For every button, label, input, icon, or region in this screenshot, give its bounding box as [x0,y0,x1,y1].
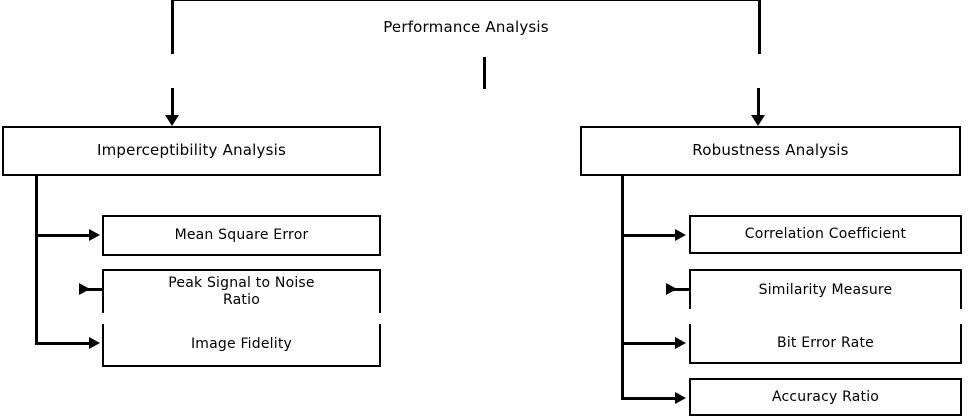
node-similarity-measure[interactable]: Similarity Measure [689,269,962,309]
arrowhead-bit-error-rate-icon [675,337,686,349]
branch-connector-accuracy-ratio [621,397,677,400]
branch-connector-similarity-measure [671,288,689,291]
arrowhead-similarity-measure-icon [666,283,677,295]
branch-connector-image-fidelity [35,342,91,345]
connector-root-to-imperceptibility [171,88,174,117]
node-performance-analysis-label: Performance Analysis [383,17,549,36]
arrowhead-accuracy-ratio-icon [675,392,686,404]
branch-connector-bit-error-rate [621,342,677,345]
arrowhead-image-fidelity-icon [89,337,100,349]
branch-connector-correlation-coefficient [621,234,677,237]
node-mean-square-error[interactable]: Mean Square Error [102,215,381,256]
trunk-robustness [621,176,624,400]
node-performance-analysis[interactable]: Performance Analysis [171,0,761,54]
node-robustness-analysis-label: Robustness Analysis [692,141,849,160]
node-imperceptibility-analysis-label: Imperceptibility Analysis [96,141,287,160]
arrowhead-root-to-imperceptibility-icon [165,115,179,126]
arrowhead-mean-square-error-icon [89,229,100,241]
node-similarity-measure-label: Similarity Measure [758,281,893,298]
node-bit-error-rate[interactable]: Bit Error Rate [689,324,962,364]
node-bit-error-rate-label: Bit Error Rate [777,334,874,351]
node-correlation-coefficient[interactable]: Correlation Coefficient [689,215,962,254]
arrowhead-correlation-coefficient-icon [675,229,686,241]
arrowhead-root-to-robustness-icon [751,115,765,126]
trunk-imperceptibility [35,176,38,345]
node-accuracy-ratio[interactable]: Accuracy Ratio [689,378,962,416]
branch-connector-peak-signal-to-noise-ratio [84,288,102,291]
node-robustness-analysis[interactable]: Robustness Analysis [580,126,961,176]
root-center-stub-connector [483,57,486,89]
node-image-fidelity-label: Image Fidelity [190,336,293,353]
node-accuracy-ratio-label: Accuracy Ratio [771,388,880,405]
node-mean-square-error-label: Mean Square Error [174,227,309,244]
node-peak-signal-to-noise-ratio-label: Peak Signal to Noise Ratio [168,275,315,308]
connector-root-to-robustness [757,88,760,117]
arrowhead-peak-signal-to-noise-ratio-icon [79,283,90,295]
node-correlation-coefficient-label: Correlation Coefficient [744,226,907,243]
node-image-fidelity[interactable]: Image Fidelity [102,324,381,367]
branch-connector-mean-square-error [35,234,91,237]
node-imperceptibility-analysis[interactable]: Imperceptibility Analysis [2,126,381,176]
node-peak-signal-to-noise-ratio[interactable]: Peak Signal to Noise Ratio [102,269,381,313]
